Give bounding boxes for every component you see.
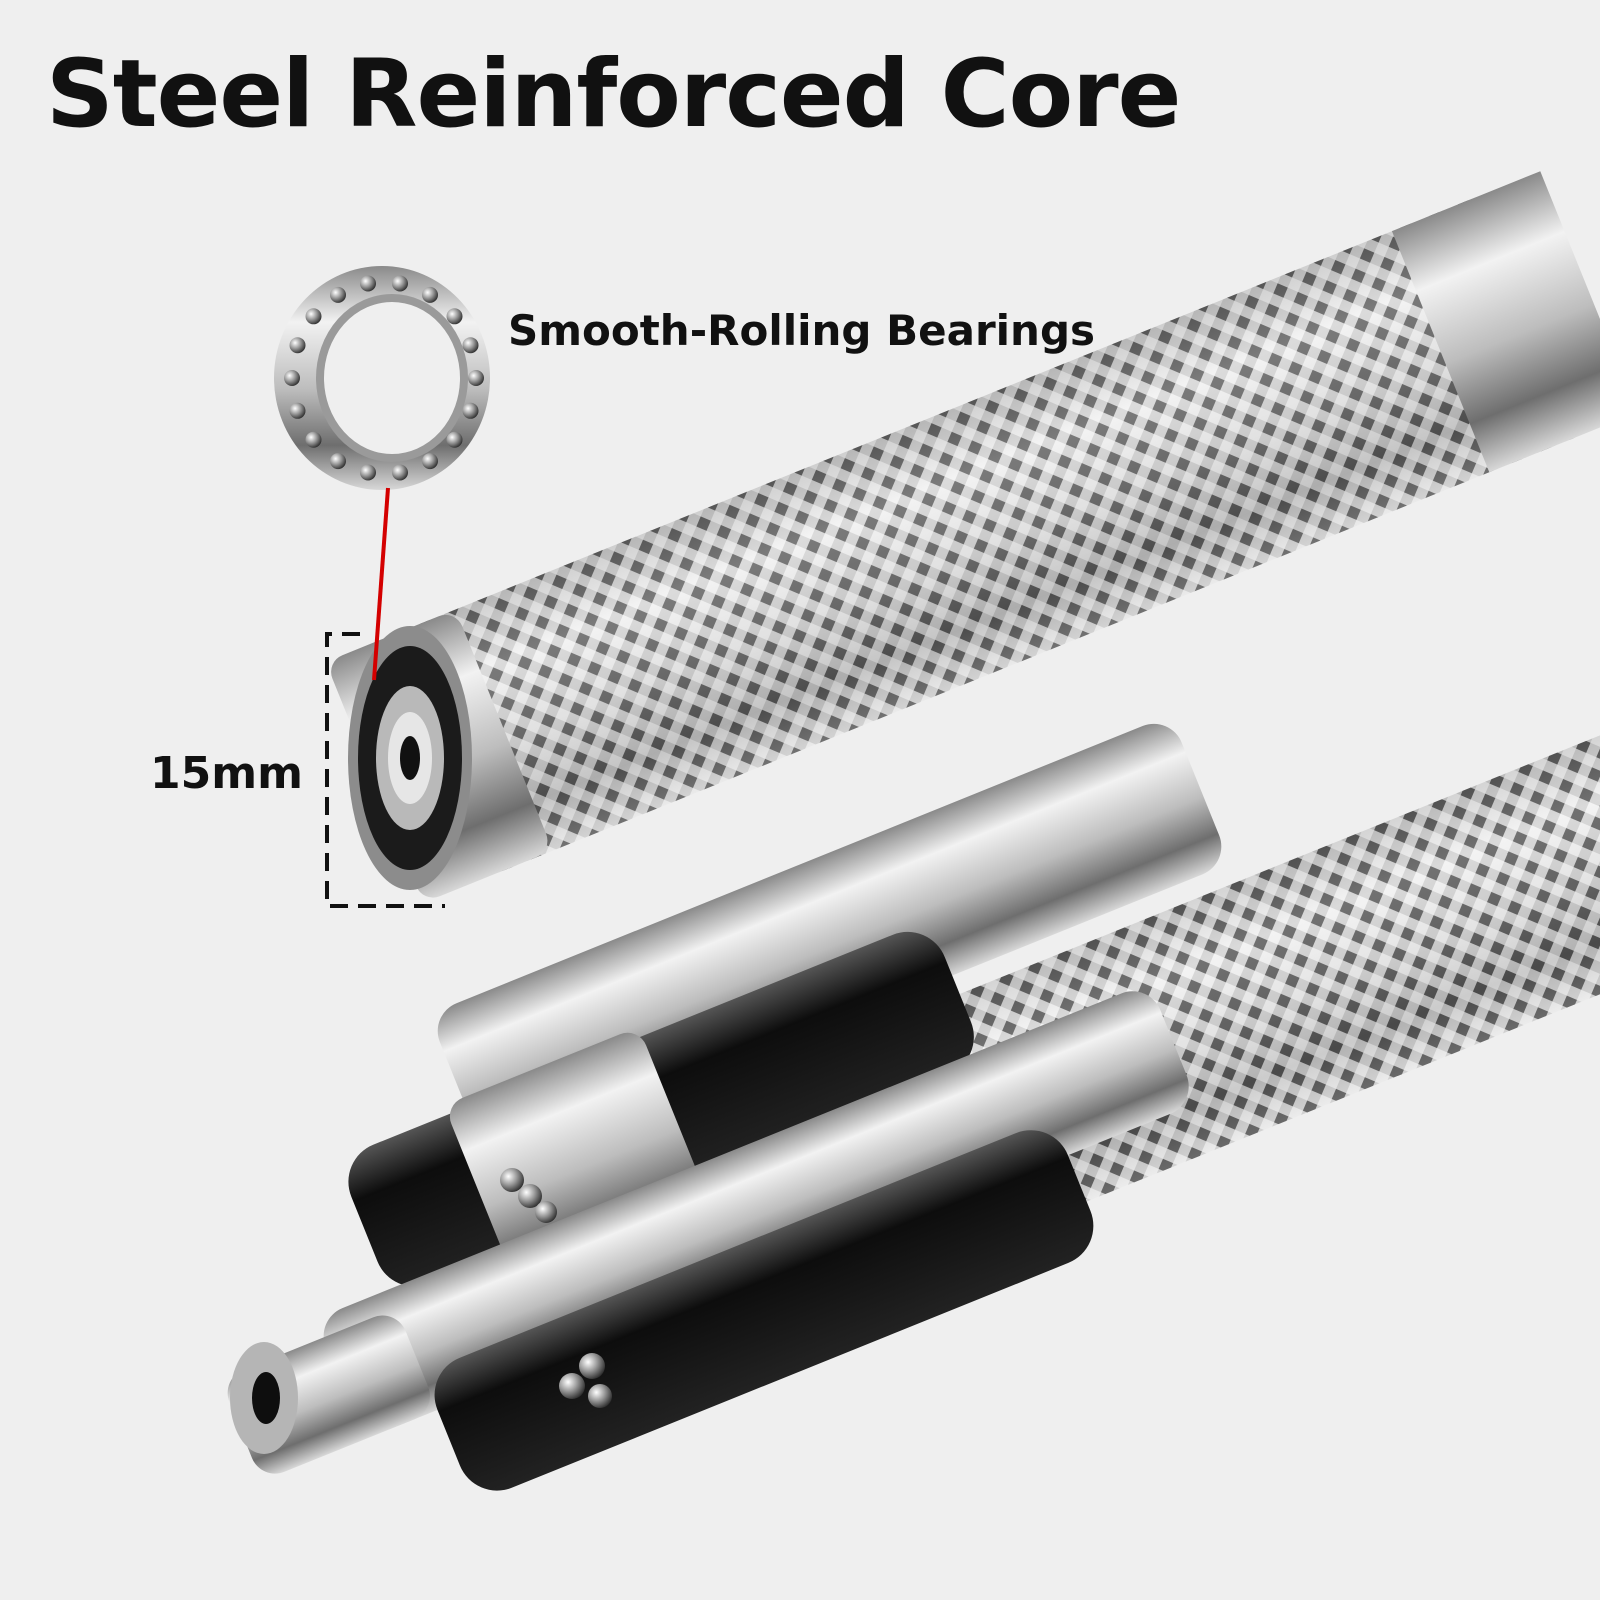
bearing-ball	[468, 370, 484, 386]
bearing-ball	[446, 431, 463, 448]
bearing-ball	[289, 402, 306, 419]
callout-line	[372, 487, 390, 681]
upper-handle	[331, 171, 1600, 898]
bearing-ball	[422, 286, 438, 303]
bearing-ball	[462, 337, 479, 354]
bearing-ball	[360, 275, 376, 292]
bearing-ball	[289, 337, 306, 354]
dimension-label: 15mm	[150, 748, 303, 799]
bearing-ball	[360, 464, 376, 481]
handle-end-cap	[348, 626, 472, 890]
bearing-ball	[422, 453, 438, 470]
bearing-ball	[305, 431, 322, 448]
bearing-ball	[446, 308, 463, 325]
bearing-ball	[330, 286, 346, 303]
bearing-ball	[305, 308, 322, 325]
bearing-ball	[330, 453, 346, 470]
lower-bearing-balls	[500, 1168, 612, 1408]
bearing-ball	[462, 402, 479, 419]
bearing-ball	[392, 275, 408, 292]
bearing-ball	[392, 464, 408, 481]
page-title: Steel Reinforced Core	[46, 40, 1181, 149]
dimension-bracket	[325, 632, 445, 908]
bearing-ring	[274, 266, 490, 490]
shaft-tip	[230, 1342, 298, 1454]
bearing-ball	[284, 370, 300, 386]
callout-label: Smooth-Rolling Bearings	[508, 306, 1096, 355]
